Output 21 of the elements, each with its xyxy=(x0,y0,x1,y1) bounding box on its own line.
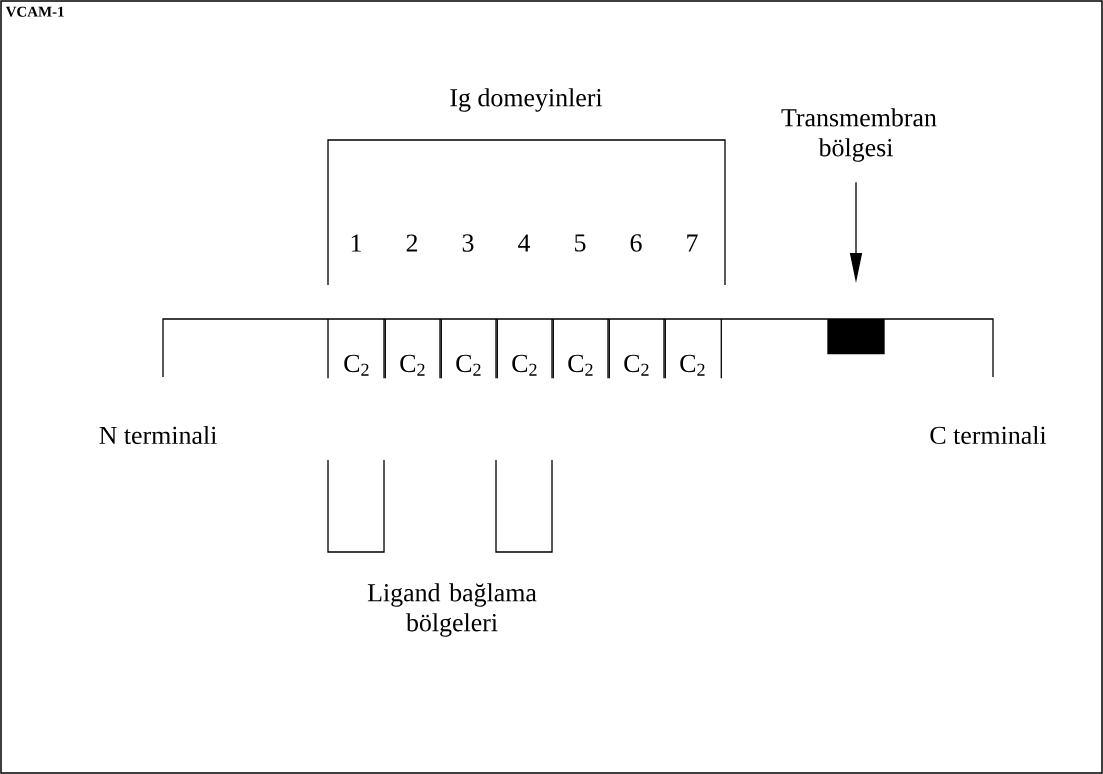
domain-number: 7 xyxy=(687,234,698,252)
domain-number: 2 xyxy=(406,234,418,252)
callout-text: Transmembran bölgesi xyxy=(781,108,937,162)
terminal-label: N terminali xyxy=(99,425,217,445)
group-label: Ig domeyinleri xyxy=(450,88,603,112)
domain-cell: C$_{2}$ xyxy=(327,318,386,379)
domain-number: 5 xyxy=(575,234,586,252)
domain-cell: C$_{2}$ xyxy=(607,318,666,379)
transmembrane-block xyxy=(827,319,885,355)
domain-cell: C$_{2}$ xyxy=(495,318,554,379)
domain-number: 4 xyxy=(518,234,531,252)
region-label: Ligand bağlama bölgeleri xyxy=(367,583,537,637)
domain-number: 1 xyxy=(351,234,361,252)
domain-number: 6 xyxy=(630,234,642,252)
domain-cell: C$_{2}$ xyxy=(439,318,498,379)
domain-number: 3 xyxy=(462,234,474,252)
terminal-label: C terminali xyxy=(930,425,1047,445)
domain-cell: C$_{2}$ xyxy=(383,318,442,379)
domain-cell: C$_{2}$ xyxy=(663,318,722,379)
title: VCAM-1 xyxy=(5,6,64,17)
domain-cell: C$_{2}$ xyxy=(551,318,610,379)
